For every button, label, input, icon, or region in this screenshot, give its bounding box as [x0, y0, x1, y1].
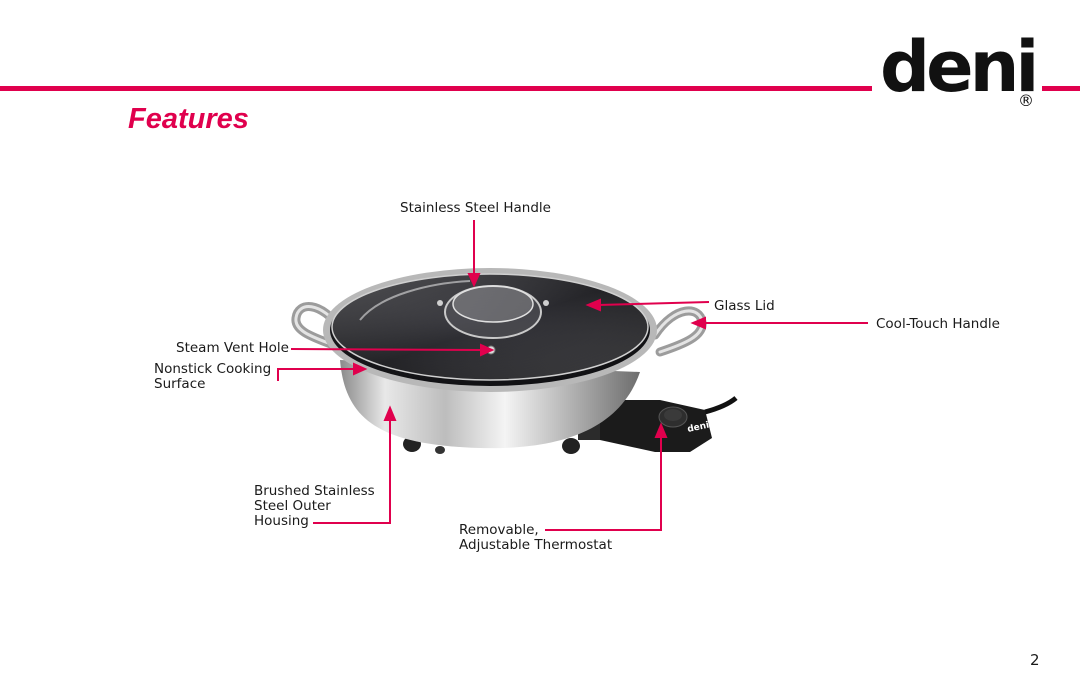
right-handle: [650, 306, 707, 357]
label-glass-lid: Glass Lid: [714, 298, 775, 314]
page-title: Features: [128, 103, 249, 135]
logo-wordmark: deni: [880, 26, 1039, 108]
lid-handle: [437, 285, 549, 339]
label-cool-touch-handle: Cool-Touch Handle: [876, 316, 1000, 332]
label-nonstick-cooking-surface: Nonstick Cooking Surface: [154, 361, 272, 392]
page-number: 2: [1030, 651, 1040, 669]
callout-leaders: [277, 220, 868, 531]
label-stainless-steel-handle: Stainless Steel Handle: [400, 200, 551, 216]
label-steam-vent-hole: Steam Vent Hole: [176, 340, 289, 356]
thermostat-logo: deni: [687, 421, 711, 435]
power-cord: [704, 396, 738, 415]
label-removable-thermostat: Removable, Adjustable Thermostat: [459, 522, 613, 553]
header-rule-right: [1042, 86, 1080, 91]
left-handle: [291, 302, 347, 351]
label-brushed-stainless-housing: Brushed Stainless Steel Outer Housing: [254, 483, 375, 529]
header-rule-left: [0, 86, 872, 91]
thermostat-illustration: deni: [578, 400, 712, 452]
registered-mark: ®: [1018, 91, 1034, 110]
